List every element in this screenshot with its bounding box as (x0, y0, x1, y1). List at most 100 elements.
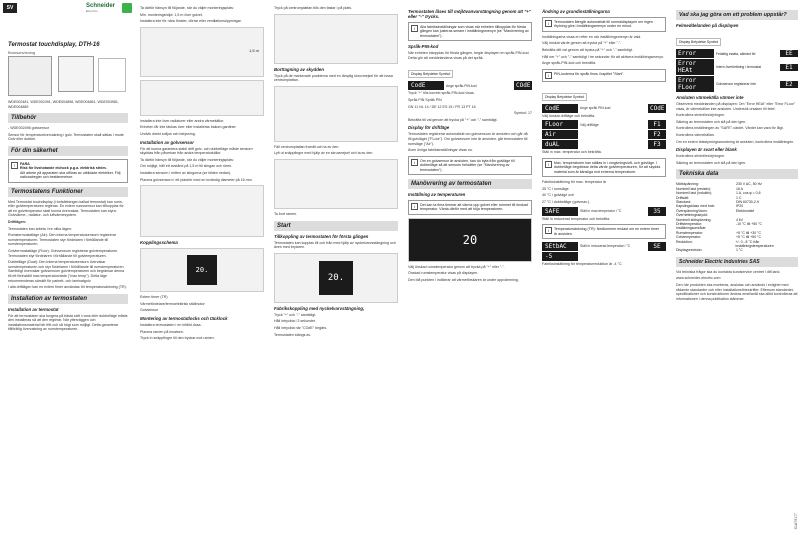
sensor-intro: Ta därför hänsyn till följande, när du v… (140, 157, 234, 162)
mounting-figure (274, 13, 398, 64)
spec-key: Överspänning/Inom: (676, 208, 708, 213)
spec-row: Golvtemperatur:+5 °C till +50 °C (676, 235, 798, 239)
spec-key: Rumstemperatur: (676, 230, 704, 235)
dk-2: Säkring av termostaten och slå på den ig… (676, 160, 747, 165)
heading-company: Schneider Electric Industries SAS (676, 256, 798, 267)
thermostat-image (8, 56, 52, 96)
removal-1: Tryck på de markerade punkterna med en l… (274, 73, 393, 83)
spec-key: Nominell last (induktiv): (676, 191, 713, 196)
danger-title: Risk för livshotande elchock p.g.a. elek… (20, 166, 107, 171)
placement-b5: Undvik direkt solljus och belysning. (140, 131, 196, 136)
factory-4: Termostaten stängs av. (274, 332, 311, 337)
spec-value: 1 °C (736, 248, 743, 253)
grund-2: Välj önskat värde genom att trycka på "+… (542, 41, 622, 46)
drift-label: Driftlägen: (8, 219, 26, 224)
reduction-warning: i Temperatursänkning (TR): Nedkommer end… (542, 224, 666, 239)
mount-1: Installera termostaten i en infälld dosa… (140, 322, 202, 327)
spec-key: Överhettningsskydd: (676, 213, 708, 218)
spec-row: Reduktion:+/- 0...8 °C från inställnings… (676, 240, 798, 249)
pin-table-head: Display Betydelse Symbol (408, 70, 454, 79)
error-messages-heading: Felmeddelanden på displayen (676, 23, 739, 28)
spec-row: Driftsätt:1 C (676, 196, 798, 200)
error-label: Golvsensor registrerar inte (716, 82, 756, 86)
grund-warning-text: Termostaten återgår automatiskt till nor… (554, 20, 653, 29)
pin-list: GN 11 NL 14 / DE 12 ES 15 / FR 13 PT 16 (408, 104, 476, 109)
mode-air-row: Air F2 (542, 130, 666, 140)
pin-confirm: Bekräfta till val genom att trycka på "+… (408, 117, 498, 122)
brand-mark-icon (122, 3, 132, 13)
info-icon: i (411, 202, 418, 210)
setback-row: SEtbAC Ställ in reducerad temperatur i °… (542, 241, 666, 251)
placement-b2: Installera inte för nära fönster, dörrar… (140, 19, 242, 24)
heading-lock: Termostaten låses till möjlövanvarstängn… (408, 9, 531, 19)
factory-3: Håll intryckta när "COdE" begärs. (274, 325, 328, 330)
spec-row: Standard:DIN 60730-2-9 (676, 200, 798, 204)
drift-warning-text: Om en golvsensor är ansluten, kan du byt… (420, 158, 515, 172)
frame-figure (274, 158, 398, 209)
spec-row: Displayprecision: 1 °C (676, 248, 798, 252)
placement-intro: Ta därför hänsyn till följande, när du v… (140, 6, 234, 10)
pin-head: Språk PIN Språk PIN (408, 98, 442, 102)
spec-row: Överspänning/Inom: Elektroniskt (676, 209, 798, 213)
heading-driftlage: Display för driftläge (408, 125, 450, 131)
heading-installation: Installation av termostaten (8, 293, 128, 304)
error-row: Error HEAt Intern överhettning i termost… (676, 59, 798, 75)
reduction-foot: Fabriksinställning för temperaturredukti… (542, 261, 623, 266)
fab-max-1: 35 °C i rumsläge (542, 186, 569, 191)
wiring-c: Golvsensor (140, 308, 159, 313)
temp-step-3: Den blå punkten i indikerar att värmeför… (408, 277, 519, 282)
vk-6: Om en extern tidsstyrningsanordning är a… (676, 139, 795, 144)
code-row: CodE Ange språk-PIN-kod COdE (408, 81, 532, 91)
spec-value: 230 V AC, 50 Hz (736, 182, 762, 187)
column-6: Vad ska jag göra om ett problem uppstår?… (670, 0, 802, 535)
error-code: E1 (780, 63, 798, 71)
spec-key: Inställningsområde: (676, 226, 707, 231)
spec-value: DIN 60730-2-9 (736, 199, 759, 204)
factory-2: Håll intryckta i 3 sekunder. (274, 319, 316, 324)
spec-value: Elektroniskt (736, 208, 755, 213)
thermostat-display: 20. (187, 255, 217, 286)
spec-row: Nominell stötspänning:4 kV (676, 218, 798, 222)
start-text: Termostaten kan kopplas till och från me… (274, 240, 396, 250)
heading-tillbehor: Tillbehör (8, 113, 128, 124)
heading-sakerhet: För din säkerhet (8, 145, 128, 156)
removal-2: Fäll centrumplattan framåt och ta av den… (274, 144, 340, 149)
reduction-warning-text: Temperatursänkning (TR): Nedkommer endas… (554, 227, 660, 236)
temp-step-2: Önskad rumstemperatur visas på displayen… (408, 271, 479, 276)
temp-display-figure: 20 (408, 217, 532, 262)
heading-montering: Montering av termostatlocks och täcklock (140, 315, 228, 321)
company-url[interactable]: www.schneider-electric.com (676, 276, 721, 281)
spec-key: Displayprecision: (676, 248, 703, 253)
code-label: Ange språk-PIN-kod (446, 83, 477, 88)
drift-foot: I alla driftlägen kan en extern timer an… (8, 285, 127, 290)
mode-dual: duAL (542, 140, 578, 150)
placement-b4: Enheten får inte täckas över eller insta… (140, 125, 237, 130)
mode-floor: FLoor (542, 120, 578, 130)
info-icon: i (545, 160, 552, 168)
code-display-5: CodE (542, 103, 578, 113)
heading-pin: Språk-PIN-kod (408, 44, 439, 50)
drift-item-2: Golvtermostatläge (Floor): Golvsensorn r… (8, 248, 119, 258)
settings-table-head: Display Betydelse Symbol (542, 92, 588, 101)
code-display: CodE (408, 81, 444, 91)
press-center: Tryck på centrumplattan tills den fastar… (274, 6, 352, 10)
spec-row: Inställningsområde: (676, 226, 798, 230)
column-5: Ändring av grundinställningarna i Termos… (536, 0, 670, 535)
mode-f3: F3 (648, 140, 666, 150)
info-icon: i (411, 25, 418, 32)
language-badge: SV (3, 3, 17, 13)
error-code: EE (780, 50, 798, 57)
code-label-5: Ange språk PIN-kod (580, 106, 611, 111)
installation-text: För att termostaten ska fungera på bästa… (8, 313, 128, 332)
setback-value-row: -5 (542, 251, 666, 261)
spec-key: Kapslingsklass med lock: (676, 204, 716, 209)
spec-value: +5 °C till +30 °C (736, 230, 761, 235)
error-row: Error Felaktig indata, allmänt fel EE (676, 49, 798, 58)
code-symbol: COdE (514, 81, 532, 91)
step-1: Håll ner "+" och "-" samtidigt i tre sek… (542, 54, 665, 59)
spec-value: +5 °C till +50 °C (736, 235, 761, 240)
column-3: Tryck på centrumplattan tills den fastar… (268, 0, 402, 535)
sensor-b3: Placera golvsensorn i ett plaströr med e… (140, 177, 253, 182)
drift-item-1: Rumstermostatläge (Air): Den interna tem… (8, 233, 117, 247)
